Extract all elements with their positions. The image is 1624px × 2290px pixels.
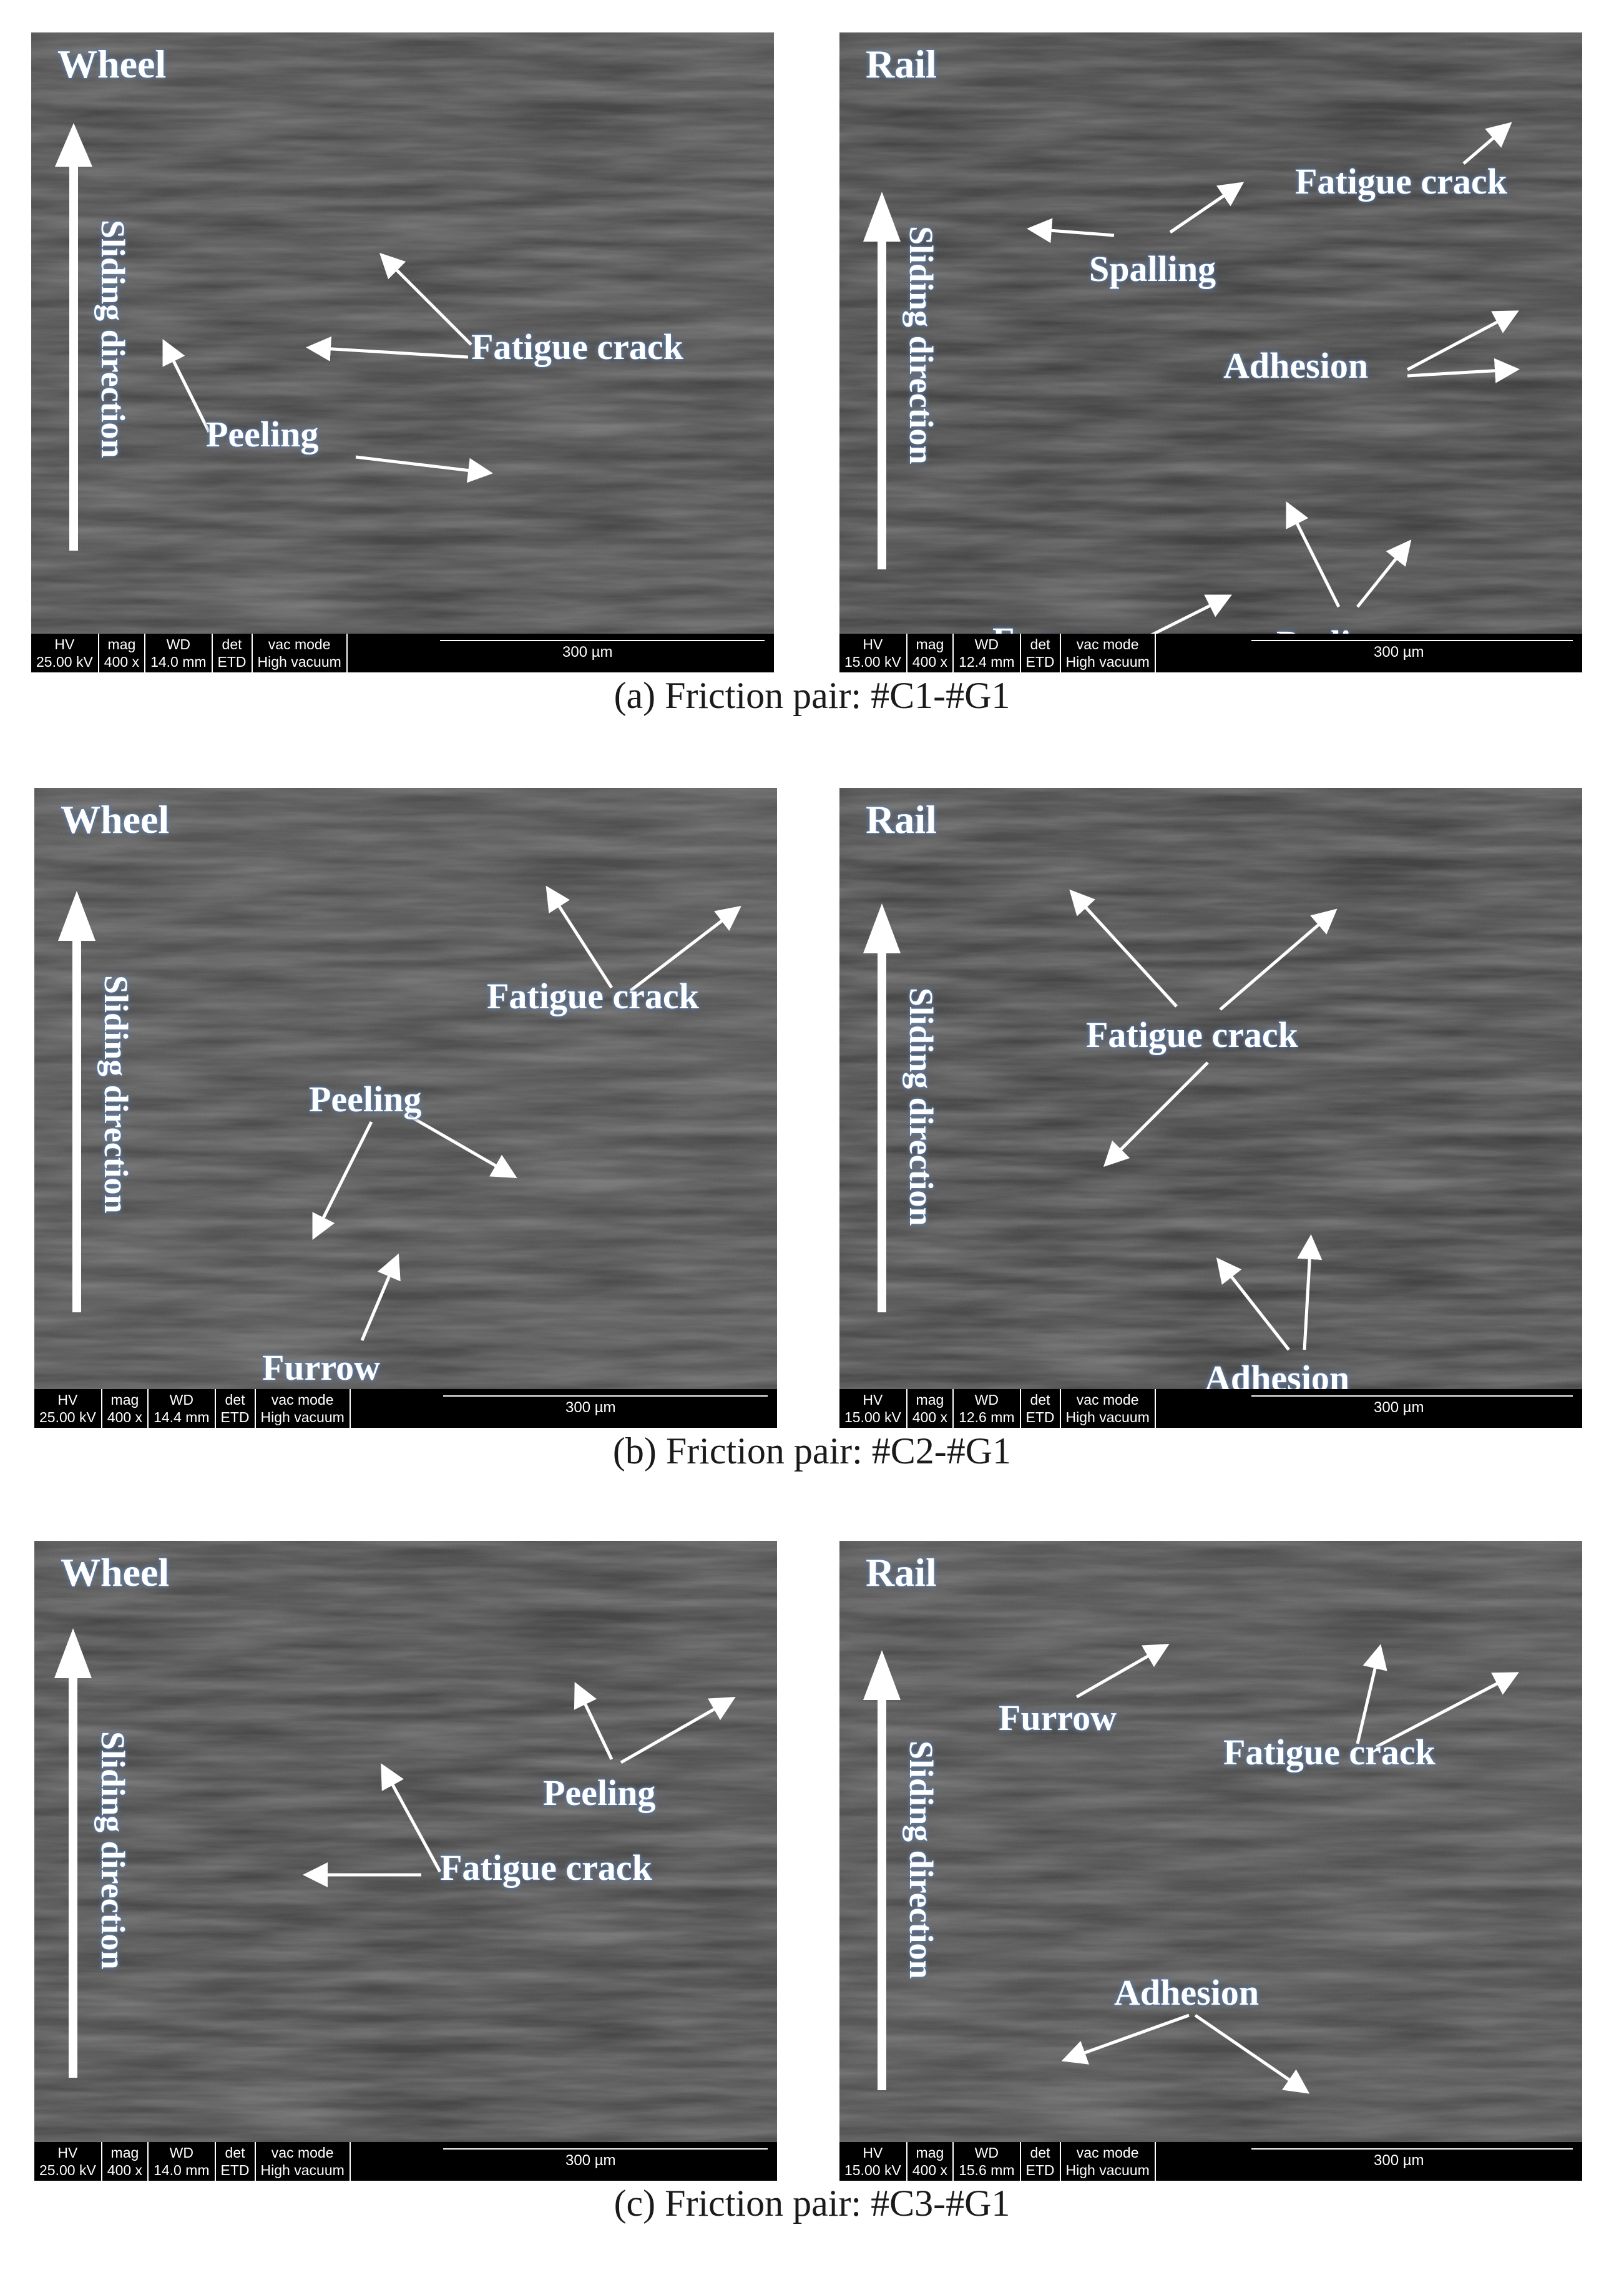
sem-texture: [839, 1541, 1582, 2181]
panel-title: Wheel: [61, 797, 170, 842]
annotation-label: Peeling: [206, 414, 319, 455]
annotation-label: Peeling: [309, 1079, 422, 1119]
annotation-arrows: [863, 1644, 1519, 2094]
scale-bar: 300 µm: [1251, 2148, 1573, 2170]
panel-title: Rail: [866, 1550, 937, 1595]
annotation-label: Fatigue crack: [487, 976, 699, 1016]
annotation-label: Fatigue crack: [1223, 1732, 1436, 1772]
sliding-direction-label: Sliding direction: [902, 988, 940, 1226]
panel-title: Wheel: [57, 42, 167, 86]
annotation-label: Fatigue crack: [440, 1847, 652, 1888]
figure-caption: (a) Friction pair: #C1-#G1: [614, 675, 1010, 716]
sem-image-wheel-c: Wheel Sliding direction Peeling Fatigue …: [34, 1541, 777, 2181]
panel-title: Wheel: [61, 1550, 170, 1595]
figure-caption: (c) Friction pair: #C3-#G1: [614, 2183, 1010, 2224]
sem-image-rail-b: Rail Sliding direction Fatigue crack Adh…: [839, 788, 1582, 1428]
annotation-arrows: [863, 122, 1520, 643]
sliding-direction-label: Sliding direction: [97, 975, 135, 1214]
annotation-label: Fatigue crack: [1086, 1015, 1298, 1055]
sem-texture: [34, 1541, 777, 2181]
sem-image-rail-c: Rail Sliding direction Furrow Fatigue cr…: [839, 1541, 1582, 2181]
annotation-label: Spalling: [1089, 248, 1216, 289]
annotation-label: Fatigue crack: [471, 327, 683, 367]
sliding-direction-label: Sliding direction: [902, 226, 940, 464]
scale-bar: 300 µm: [1251, 640, 1573, 661]
annotation-arrows: [863, 889, 1338, 1351]
annotation-label: Adhesion: [1114, 1972, 1260, 2013]
scale-bar: 300 µm: [440, 640, 765, 661]
sem-texture: [839, 788, 1582, 1428]
sliding-direction-label: Sliding direction: [94, 220, 132, 458]
figure-caption: (b) Friction pair: #C2-#G1: [612, 1430, 1012, 1472]
scale-bar: 300 µm: [443, 2148, 768, 2170]
sem-texture: [839, 32, 1582, 672]
annotation-arrows: [58, 885, 741, 1341]
scale-bar: 300 µm: [1251, 1395, 1573, 1417]
annotation-label: Furrow: [999, 1698, 1117, 1738]
panel-title: Rail: [866, 42, 937, 86]
annotation-arrows: [55, 123, 493, 551]
annotation-label: Peeling: [543, 1772, 656, 1813]
sliding-direction-label: Sliding direction: [94, 1731, 132, 1970]
sliding-direction-label: Sliding direction: [902, 1741, 940, 1979]
scale-bar: 300 µm: [443, 1395, 768, 1417]
annotation-label: Fatigue crack: [1295, 161, 1507, 202]
annotation-arrows: [54, 1628, 736, 2078]
sem-image-rail-a: Rail Sliding direction Fatigue crack Spa…: [839, 32, 1582, 672]
annotation-label: Adhesion: [1223, 345, 1369, 386]
sem-image-wheel-b: Wheel Sliding direction Fatigue crack Pe…: [34, 788, 777, 1428]
annotation-label: Furrow: [262, 1347, 381, 1388]
panel-title: Rail: [866, 797, 937, 842]
sem-texture: [34, 788, 777, 1428]
sem-image-wheel-a: Wheel Sliding direction Fatigue crack Pe…: [31, 32, 774, 672]
sliding-arrow-head: [55, 123, 92, 167]
